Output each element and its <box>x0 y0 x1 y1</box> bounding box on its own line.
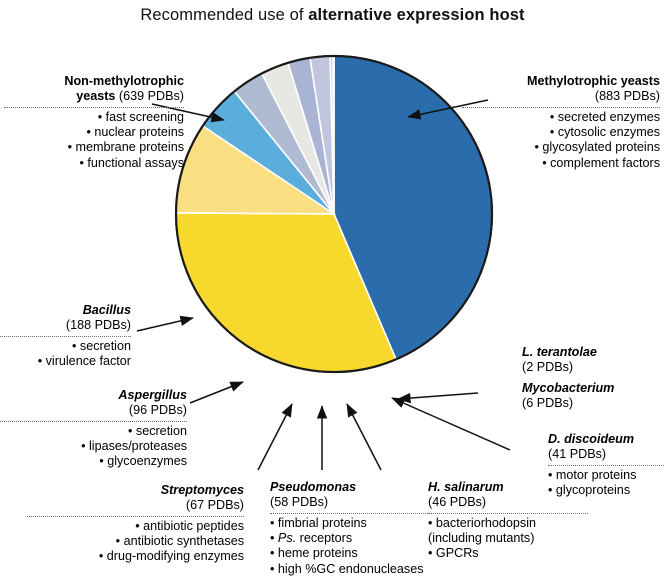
callout-list: • secretion • virulence factor <box>0 339 131 369</box>
callout-header: Methylotrophic yeasts (883 PDBs) <box>462 74 660 104</box>
callout-streptomyces: Streptomyces (67 PDBs) • antibiotic pept… <box>27 483 244 565</box>
callout-h-salinarum: H. salinarum (46 PDBs) • bacteriorhodops… <box>428 480 588 562</box>
pie-outline-top <box>174 54 494 374</box>
callout-header: H. salinarum (46 PDBs) <box>428 480 588 510</box>
callout-name: Mycobacterium <box>522 381 615 395</box>
callout-count: (46 PDBs) <box>428 495 487 509</box>
callout-list: • bacteriorhodopsin (including mutants) … <box>428 516 588 562</box>
callout-list: • fimbrial proteins • Ps. receptors • he… <box>270 516 430 577</box>
list-item: • antibiotic peptides <box>135 519 244 533</box>
callout-pseudomonas: Pseudomonas (58 PDBs) • fimbrial protein… <box>270 480 430 577</box>
callout-list: • fast screening • nuclear proteins • me… <box>4 110 184 171</box>
list-item: • secretion <box>127 424 187 438</box>
callout-non-methylotrophic-yeasts: Non-methylotrophic yeasts (639 PDBs) • f… <box>4 74 184 171</box>
callout-list: • secreted enzymes • cytosolic enzymes •… <box>462 110 660 171</box>
callout-list: • secretion • lipases/proteases • glycoe… <box>0 424 187 470</box>
callout-count: (58 PDBs) <box>270 495 329 509</box>
leader-aspergillus <box>189 381 244 404</box>
pie-slices-group <box>174 54 494 374</box>
list-item-rest: receptors <box>296 531 353 546</box>
list-item: • secreted enzymes <box>549 110 660 124</box>
list-item: • nuclear proteins <box>86 125 184 140</box>
callout-list: • motor proteins • glycoproteins <box>548 468 665 498</box>
callout-aspergillus: Aspergillus (96 PDBs) • secretion • lipa… <box>0 388 187 470</box>
list-item: • secretion <box>71 339 131 353</box>
pie-chart <box>173 53 495 375</box>
page-title-bold: alternative expression host <box>308 6 525 24</box>
list-item: • complement factors <box>542 155 660 170</box>
list-item: • bacteriorhodopsin <box>428 516 537 530</box>
callout-count: (188 PDBs) <box>65 318 131 332</box>
callout-name: Bacillus <box>82 303 131 317</box>
leader-h-salinarum <box>346 403 382 471</box>
list-item: • glycoenzymes <box>99 454 187 469</box>
callout-count: (883 PDBs) <box>594 89 660 103</box>
list-item: • antibiotic synthetases <box>115 534 244 549</box>
callout-name-line2: yeasts <box>76 89 116 103</box>
callout-count: (67 PDBs) <box>185 498 244 512</box>
list-item: • drug-modifying enzymes <box>98 549 244 564</box>
list-item: • high %GC endonucleases <box>270 561 424 576</box>
callout-header: Pseudomonas (58 PDBs) <box>270 480 430 510</box>
list-item: • heme proteins <box>270 546 358 561</box>
list-item-italic: Ps. <box>277 531 297 546</box>
callout-name: Streptomyces <box>160 483 244 497</box>
leader-d-discoideum <box>391 397 511 451</box>
callout-header: Aspergillus (96 PDBs) <box>0 388 187 418</box>
callout-header: L. terantolae (2 PDBs) <box>522 345 662 375</box>
callout-name-line1: Non-methylotrophic <box>64 74 184 88</box>
callout-count: (41 PDBs) <box>548 447 607 461</box>
page-title: Recommended use of alternative expressio… <box>0 6 665 25</box>
divider <box>27 516 244 517</box>
list-item: • glycosylated proteins <box>534 140 660 155</box>
list-item: • Ps. receptors <box>270 531 353 546</box>
list-item: • fimbrial proteins <box>270 516 367 530</box>
callout-header: Bacillus (188 PDBs) <box>0 303 131 333</box>
divider <box>0 421 187 422</box>
list-item: • motor proteins <box>548 468 637 482</box>
divider <box>0 336 131 337</box>
callout-name: D. discoideum <box>548 432 635 446</box>
list-item: • virulence factor <box>37 354 131 369</box>
list-item: • functional assays <box>79 155 184 170</box>
list-item: • cytosolic enzymes <box>549 125 660 140</box>
callout-mycobacterium: Mycobacterium (6 PDBs) <box>522 381 662 411</box>
divider <box>428 513 588 514</box>
callout-count: (2 PDBs) <box>522 360 574 374</box>
list-item: • glycoproteins <box>548 483 631 498</box>
divider <box>462 107 660 108</box>
callout-header: Mycobacterium (6 PDBs) <box>522 381 662 411</box>
divider <box>4 107 184 108</box>
list-item: • fast screening <box>97 110 184 124</box>
leader-l-terantolae-mycobacterium <box>397 392 479 404</box>
callout-l-terantolae: L. terantolae (2 PDBs) <box>522 345 662 375</box>
callout-d-discoideum: D. discoideum (41 PDBs) • motor proteins… <box>548 432 665 498</box>
list-item: • membrane proteins <box>67 140 184 155</box>
callout-name: L. terantolae <box>522 345 597 359</box>
callout-header: D. discoideum (41 PDBs) <box>548 432 665 462</box>
callout-bacillus: Bacillus (188 PDBs) • secretion • virule… <box>0 303 131 369</box>
callout-count: (96 PDBs) <box>128 403 187 417</box>
list-item: (including mutants) <box>428 531 535 546</box>
pie-slice-l-terantolae[interactable] <box>332 55 335 215</box>
page-title-plain: Recommended use of <box>140 6 309 24</box>
list-item: • lipases/proteases <box>81 439 187 454</box>
callout-name: H. salinarum <box>428 480 504 494</box>
callout-count: (6 PDBs) <box>522 396 574 410</box>
list-item: • GPCRs <box>428 546 479 561</box>
callout-header: Streptomyces (67 PDBs) <box>27 483 244 513</box>
callout-list: • antibiotic peptides • antibiotic synth… <box>27 519 244 565</box>
divider <box>548 465 665 466</box>
callout-name: Pseudomonas <box>270 480 357 494</box>
leader-streptomyces <box>257 403 293 471</box>
callout-methylotrophic-yeasts: Methylotrophic yeasts (883 PDBs) • secre… <box>462 74 660 171</box>
callout-header: Non-methylotrophic yeasts (639 PDBs) <box>4 74 184 104</box>
callout-name: Methylotrophic yeasts <box>527 74 660 88</box>
callout-name: Aspergillus <box>118 388 187 402</box>
callout-count: (639 PDBs) <box>118 89 184 103</box>
divider <box>270 513 430 514</box>
